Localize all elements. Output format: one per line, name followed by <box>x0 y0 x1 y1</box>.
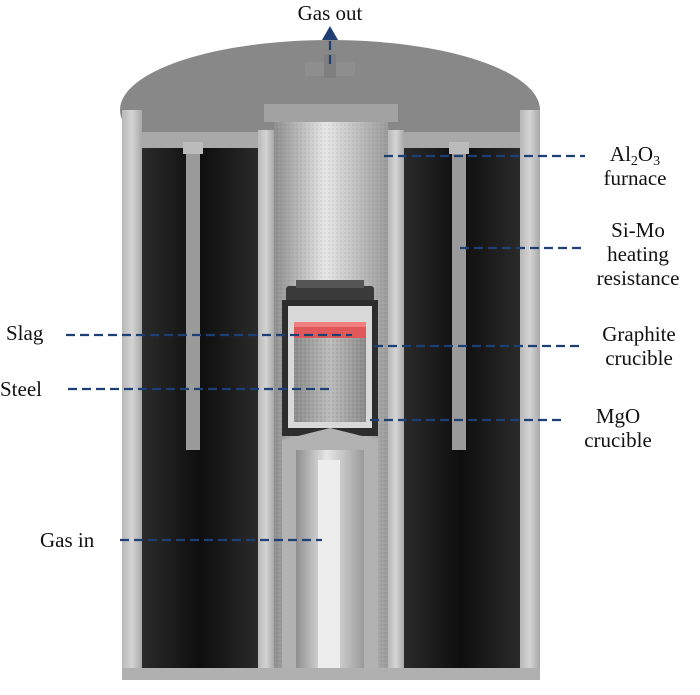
crucible-assembly <box>282 280 378 436</box>
leader-lines <box>66 36 585 542</box>
label-steel: Steel <box>0 377 42 401</box>
right-inner-wall <box>388 130 404 668</box>
heating-rod-left <box>186 150 200 450</box>
label-gas-in: Gas in <box>40 528 95 552</box>
label-graphite-crucible: Graphite crucible <box>602 322 676 370</box>
outer-shell-bottom <box>122 668 540 680</box>
outer-shell-right <box>520 110 540 680</box>
label-slag: Slag <box>6 321 44 345</box>
al2o3-furnace-word: furnace <box>603 166 667 190</box>
al2o3-formula: Al2O3 <box>609 142 661 169</box>
label-si-mo-heating-resistance: Si-Mo heating resistance <box>596 218 680 290</box>
si-mo-heating-elements <box>183 142 469 450</box>
label-gas-out: Gas out <box>297 1 363 25</box>
slag-layer <box>294 326 366 338</box>
gas-inlet-tube <box>282 428 378 668</box>
outer-shell-left <box>122 110 142 680</box>
crucible-lid <box>286 286 374 302</box>
label-al2o3-furnace: Al2O3 furnace <box>580 142 690 190</box>
label-mgo-crucible: MgO crucible <box>584 404 652 452</box>
left-inner-wall <box>258 130 274 668</box>
gas-out-arrowhead <box>322 26 338 40</box>
heating-rod-right <box>452 150 466 450</box>
